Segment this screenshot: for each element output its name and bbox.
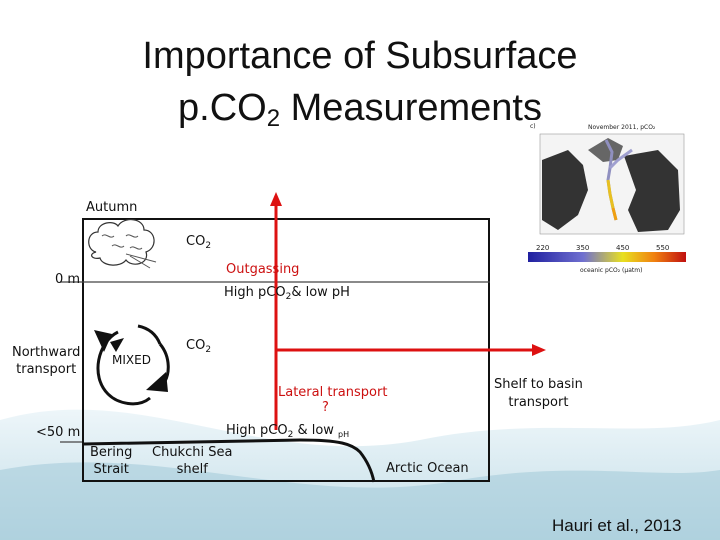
lateral-transport-arrow [276, 344, 546, 356]
svg-text:c): c) [530, 123, 536, 130]
arctic-ocean-label: Arctic Ocean [386, 461, 469, 476]
outgassing-arrow [270, 192, 282, 430]
bottom-chemistry-label: High pCO2 & low pH [226, 423, 350, 440]
lateral-transport-label: Lateral transport [278, 385, 388, 400]
seafloor-line [83, 438, 376, 483]
colorbar-label: oceanic pCO₂ (μatm) [580, 267, 642, 274]
lateral-question-label: ? [322, 400, 329, 415]
co2-mid-label: CO2 [186, 338, 212, 355]
colorbar-tick: 220 [536, 244, 549, 252]
depth-bottom-label: <50 m [36, 425, 81, 440]
colorbar-tick: 450 [616, 244, 629, 252]
slide-title: Importance of Subsurface p.CO2 Measureme… [60, 30, 660, 134]
co2-top-label: CO2 [186, 234, 212, 251]
colorbar-tick: 350 [576, 244, 589, 252]
mixed-label: MIXED [112, 353, 151, 367]
outgassing-label: Outgassing [226, 262, 300, 277]
title-line-2: p.CO2 Measurements [178, 87, 542, 132]
inset-map: November 2011, pCO₂ c) 220 350 450 550 o… [528, 120, 686, 280]
season-label: Autumn [86, 200, 138, 215]
title-line-1: Importance of Subsurface [142, 35, 578, 77]
colorbar [528, 252, 686, 262]
depth-surface-label: 0 m [55, 272, 81, 287]
citation: Hauri et al., 2013 [552, 516, 682, 535]
cloud-icon [88, 219, 157, 269]
svg-text:November 2011, pCO₂: November 2011, pCO₂ [588, 124, 656, 131]
mixing-cycle-icon [94, 324, 170, 406]
surface-chemistry-label: High pCO2& low pH [224, 285, 350, 302]
colorbar-tick: 550 [656, 244, 669, 252]
